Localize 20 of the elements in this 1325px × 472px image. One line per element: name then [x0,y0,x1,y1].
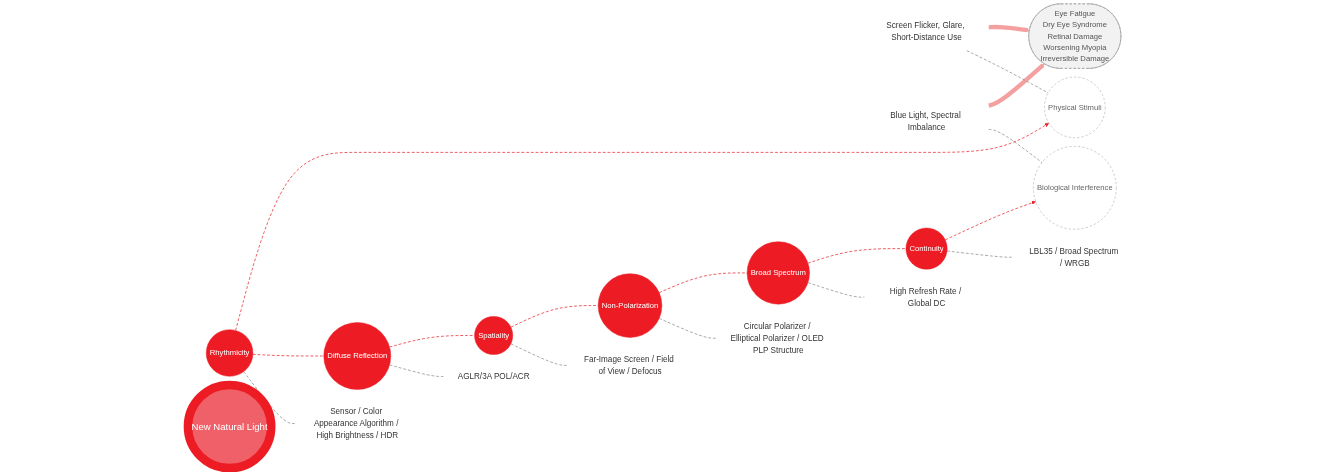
arrow [988,63,1045,108]
connector [807,282,865,298]
node-text: High Refresh Rate / Global DC [889,286,962,308]
connector [946,250,1013,258]
node-text: Blue Light, Spectral Imbalance [890,110,961,132]
connector [243,371,296,424]
node-text: Sensor / Color Appearance Algorithm / High Brightness / HDR [313,406,399,441]
connector [658,318,717,339]
node-text: Circular Polarizer / Elliptical Polarizer / OLED PLP Structure [730,321,824,355]
connector [966,50,1049,94]
arrow [988,24,1030,33]
node-text: LBL35 / Broad Spectrum / WRGB [1029,246,1119,268]
node-text: AGLR/3A POL/ACR [457,371,530,381]
connector [988,129,1043,163]
node-circle: New Natural Light [183,380,276,472]
node-text: Screen Flicker, Glare, Short-Distance Use [886,20,965,42]
connector [389,364,444,377]
node-text: Far-Image Screen / Field of View / Defocus [583,354,674,376]
connector [510,343,569,366]
connector [389,335,475,348]
